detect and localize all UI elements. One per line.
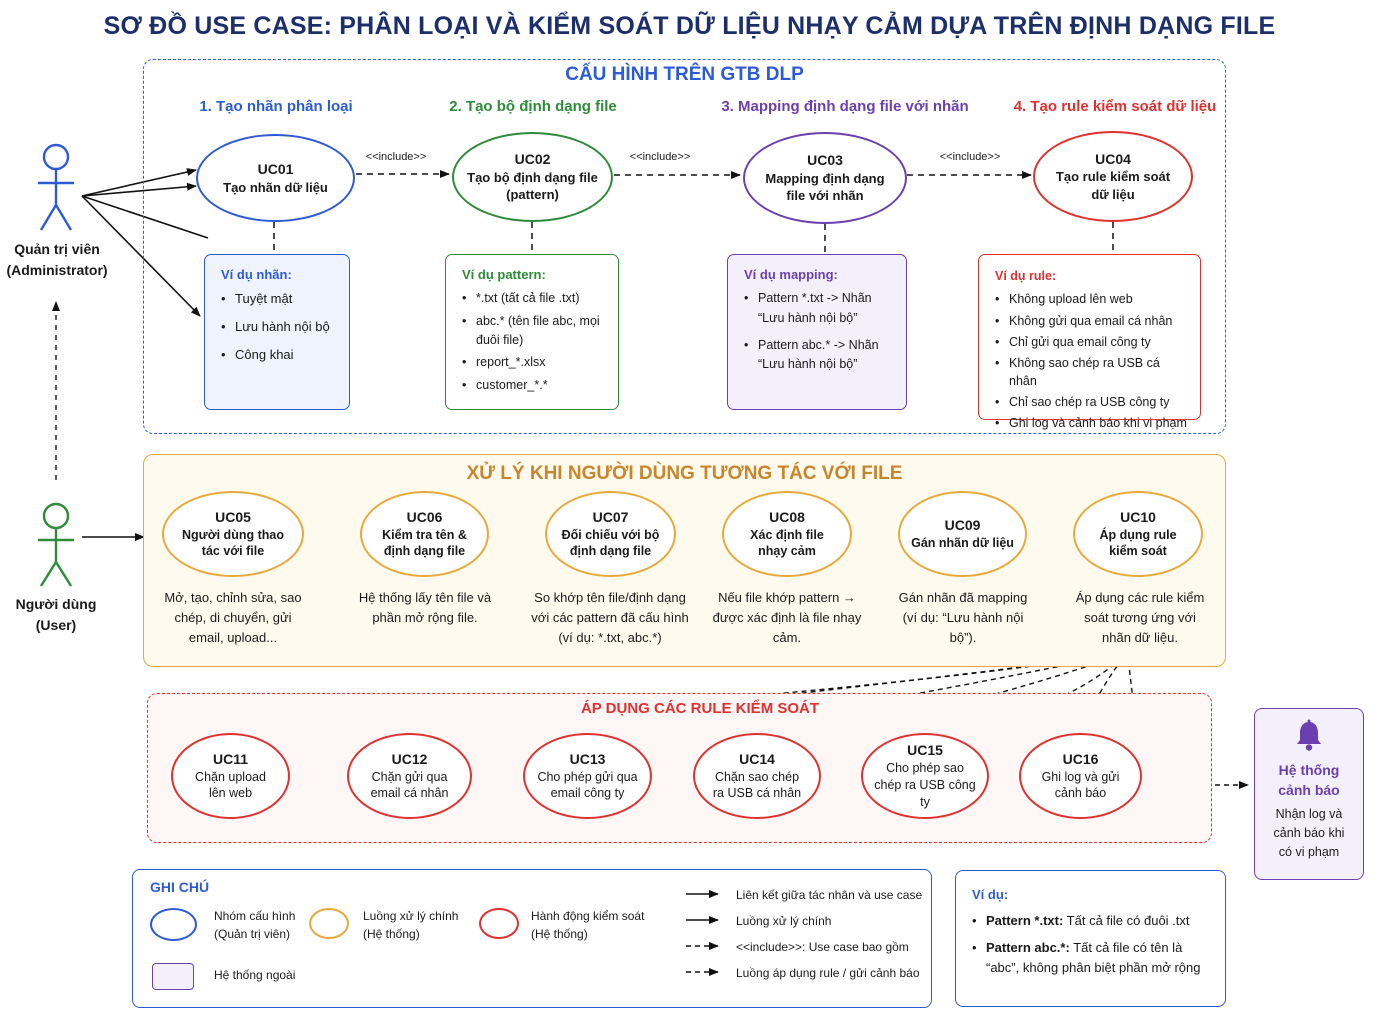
example-note-title: Ví dụ: [972, 887, 1009, 902]
legend-line-include: <<include>>: Use case bao gồm [736, 940, 909, 954]
rules-group-title: ÁP DỤNG CÁC RULE KIỂM SOÁT [520, 700, 880, 717]
legend-line-rule: Luồng áp dụng rule / gửi cảnh báo [736, 966, 920, 980]
legend-control-shape [479, 908, 519, 939]
admin-to-example-line [81, 195, 201, 317]
usecase-uc02[interactable]: UC02 Tạo bộ định dạng file (pattern) [452, 132, 613, 222]
example-note-item: •Pattern abc.*: Tất cả file có tên là “a… [972, 939, 1201, 976]
alert-description: Nhận log và cảnh báo khi có vi phạm [1273, 806, 1345, 860]
legend-external-label: Hệ thống ngoài [214, 968, 296, 982]
alert-system-box[interactable]: Hệ thống cảnh báo Nhận log và cảnh báo k… [1254, 708, 1364, 880]
legend-config-shape [150, 908, 197, 941]
example-mapping-box: Ví dụ mapping: Pattern *.txt -> Nhãn “Lư… [727, 254, 907, 410]
legend-config-label: Nhóm cấu hình (Quản trị viên) [214, 909, 296, 941]
include-label-2: <<include>> [629, 151, 691, 163]
usecase-uc03[interactable]: UC03 Mapping định dạng file với nhãn [743, 132, 907, 224]
legend-process-label: Luồng xử lý chính (Hệ thống) [363, 909, 459, 941]
admin-actor-label: Quản trị viên(Administrator) [6, 241, 108, 278]
usecase-uc04[interactable]: UC04 Tạo rule kiểm soát dữ liệu [1033, 131, 1193, 222]
legend-external-shape [152, 963, 194, 990]
config-step-1: 1. Tạo nhãn phân loại [199, 98, 353, 115]
legend-control-label: Hành động kiểm soát (Hệ thống) [531, 909, 645, 941]
example-note-item: •Pattern *.txt: Tất cả file có đuôi .txt [972, 912, 1190, 928]
legend-title: GHI CHÚ [150, 879, 210, 895]
admin-to-uc01-line-2 [81, 182, 197, 197]
example-labels-box: Ví dụ nhãn: Tuyệt mật Lưu hành nội bộ Cô… [204, 254, 350, 410]
config-group-title: CẤU HÌNH TRÊN GTB DLP [565, 64, 804, 85]
legend-box [132, 869, 932, 1008]
process-group [143, 454, 1226, 667]
config-group [143, 59, 1226, 434]
user-actor-icon [38, 502, 74, 587]
process-group-title: XỬ LÝ KHI NGƯỜI DÙNG TƯƠNG TÁC VỚI FILE [466, 463, 903, 484]
page-title: SƠ ĐỒ USE CASE: PHÂN LOẠI VÀ KIỂM SOÁT D… [103, 12, 1276, 40]
user-actor-label: Người dùng(User) [15, 596, 97, 633]
uc05-description: Mở, tạo, chỉnh sửa, sao chép, di chuyển,… [164, 590, 302, 646]
config-step-2: 2. Tạo bộ định dạng file [449, 98, 617, 115]
config-step-3: 3. Mapping định dạng file với nhãn [721, 98, 969, 115]
usecase-uc01[interactable]: UC01 Tạo nhãn dữ liệu [196, 134, 355, 222]
example-note-box: Ví dụ: •Pattern *.txt: Tất cả file có đu… [955, 870, 1226, 1007]
include-label-3: <<include>> [939, 151, 1001, 163]
config-step-4: 4. Tạo rule kiểm soát dữ liệu [1013, 98, 1217, 115]
include-label-1: <<include>> [365, 151, 427, 163]
legend-process-shape [309, 908, 349, 939]
bell-icon [1297, 719, 1321, 751]
admin-to-uc-line [81, 195, 209, 239]
admin-to-uc01-line [81, 168, 197, 197]
uc06-description: Hệ thống lấy tên file và phần mở rộng fi… [358, 590, 492, 626]
uc07-description: So khớp tên file/định dạng với các patte… [531, 590, 689, 646]
legend-line-association: Liên kết giữa tác nhân và use case [736, 888, 923, 902]
alert-title: Hệ thống cảnh báo [1278, 762, 1340, 799]
legend-line-process: Luồng xử lý chính [736, 914, 832, 928]
example-patterns-box: Ví dụ pattern: *.txt (tất cả file .txt) … [445, 254, 619, 410]
admin-actor-icon [38, 143, 74, 231]
uc08-description: Nếu file khớp pattern → được xác định là… [712, 590, 862, 646]
uc09-description: Gán nhãn đã mapping (ví dụ: “Lưu hành nộ… [898, 590, 1028, 646]
example-rules-box: Ví dụ rule: Không upload lên web Không g… [978, 254, 1201, 432]
uc10-description: Áp dụng các rule kiểm soát tương ứng với… [1075, 590, 1205, 646]
